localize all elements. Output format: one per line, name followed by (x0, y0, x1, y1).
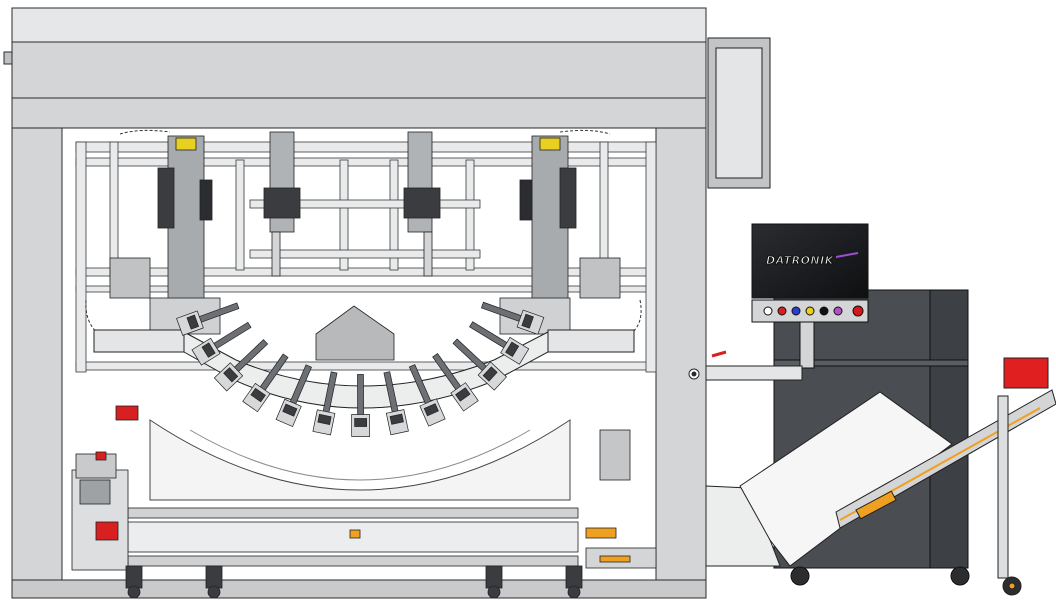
bending-heads (176, 301, 545, 437)
electrical-box (707, 37, 771, 189)
axis-unit-center-right (403, 131, 441, 277)
bending-head (408, 364, 446, 427)
hmi-brand-logo: DATRONIK (766, 254, 835, 267)
inner-profile-frame (75, 141, 657, 373)
hmi-panel: DATRONIK (751, 223, 869, 369)
right-column (655, 127, 707, 599)
bending-head (242, 353, 289, 413)
hmi-push-button[interactable] (791, 306, 801, 316)
bending-head (191, 321, 252, 366)
cabinet-caster-right (950, 566, 970, 586)
center-bracket (315, 305, 395, 361)
bending-head (213, 339, 269, 392)
axis-unit-right (499, 135, 621, 335)
bending-head (469, 321, 530, 365)
bending-head (480, 301, 545, 335)
bending-head (275, 364, 312, 428)
hmi-push-button[interactable] (819, 306, 829, 316)
cabinet-caster-left (790, 566, 810, 586)
left-column (11, 127, 63, 599)
hmi-buttons (763, 305, 864, 317)
bending-head (383, 371, 409, 436)
bending-head (432, 353, 479, 412)
bending-head (176, 302, 240, 336)
hmi-push-button[interactable] (763, 306, 773, 316)
bending-head (351, 374, 371, 437)
bending-head (312, 371, 338, 436)
casters (125, 565, 583, 599)
base-beam (11, 579, 707, 599)
hmi-push-button[interactable] (777, 306, 787, 316)
hmi-screen[interactable] (751, 223, 869, 299)
bending-head (452, 338, 508, 391)
incline-conveyor (835, 357, 1056, 596)
axis-unit-center-left (263, 131, 301, 277)
lower-table (71, 405, 657, 571)
main-frame (3, 7, 707, 599)
hmi-push-button[interactable] (833, 306, 843, 316)
emergency-stop-button[interactable] (852, 305, 864, 317)
hmi-push-button[interactable] (805, 306, 815, 316)
